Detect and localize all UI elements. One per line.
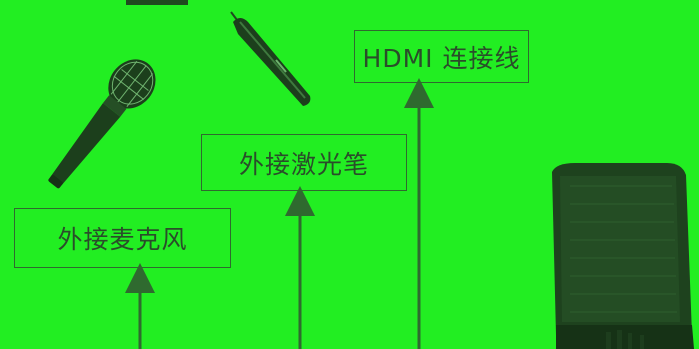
laser-pointer-icon [230,11,311,106]
top-clipped-device [126,0,188,5]
microphone-label: 外接麦克风 [14,208,231,268]
speaker-icon [552,163,694,349]
microphone-icon [48,59,156,189]
hdmi-cable-label: HDMI 连接线 [354,30,529,83]
laser-pointer-label: 外接激光笔 [201,134,407,191]
